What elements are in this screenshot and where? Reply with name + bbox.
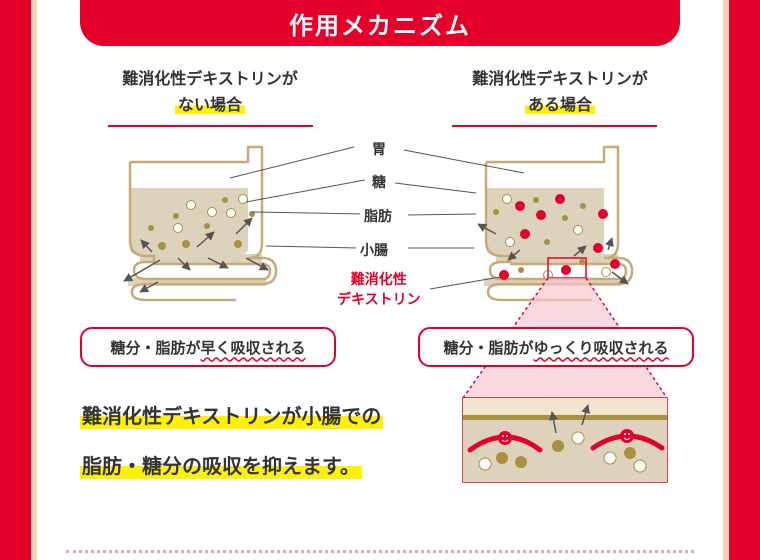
label-small-intestine: 小腸 <box>356 240 392 260</box>
left-stomach-illustration <box>123 145 278 302</box>
right-result-box: 糖分・脂肪がゆっくり吸収される <box>418 327 694 367</box>
dotted-divider <box>66 550 694 553</box>
section-title: 作用メカニズム <box>80 0 680 46</box>
left-heading-rule <box>108 125 313 127</box>
left-heading-line2: ない場合 <box>174 95 245 114</box>
right-stomach-outline <box>484 145 634 302</box>
left-border-inner <box>31 0 37 560</box>
right-border-inner <box>723 0 729 560</box>
right-result-emphasis: ゆっくり吸収される <box>533 338 669 357</box>
label-dextrin-line1: 難消化性 <box>350 272 407 288</box>
dextrin-mascot-face-1 <box>498 431 512 445</box>
left-intestine-contents-1 <box>140 254 262 263</box>
left-result-prefix: 糖分・脂肪が <box>110 338 201 357</box>
left-intestine-contents-2 <box>128 278 266 286</box>
left-heading-line1: 難消化性デキストリンが <box>122 69 298 88</box>
label-leader-lines <box>229 146 525 290</box>
right-heading-line1: 難消化性デキストリンが <box>472 69 648 88</box>
zoom-detail <box>462 397 668 483</box>
left-result-box: 糖分・脂肪が早く吸収される <box>80 327 336 367</box>
left-heading: 難消化性デキストリンが ない場合 <box>70 66 350 118</box>
right-stomach-illustration <box>477 145 634 302</box>
right-border <box>729 0 760 560</box>
left-stomach-contents <box>130 188 248 254</box>
label-dextrin-line2: デキストリン <box>337 292 421 308</box>
right-heading: 難消化性デキストリンが ある場合 <box>420 66 700 118</box>
dextrin-mascot-face-2 <box>620 429 634 443</box>
label-fat: 脂肪 <box>360 206 396 226</box>
label-stomach: 胃 <box>368 139 390 159</box>
left-result-emphasis: 早く吸収される <box>200 338 306 357</box>
right-heading-rule <box>452 125 657 127</box>
label-dextrin: 難消化性 デキストリン <box>333 270 425 310</box>
left-border <box>0 0 31 560</box>
label-sugar: 糖 <box>368 172 390 192</box>
conclusion-line2: 脂肪・糖分の吸収を抑えます。 <box>80 450 362 479</box>
right-heading-line2: ある場合 <box>524 95 595 114</box>
right-result-prefix: 糖分・脂肪が <box>443 338 534 357</box>
conclusion-line1: 難消化性デキストリンが小腸での <box>80 400 384 429</box>
left-stomach-outline <box>128 145 278 302</box>
